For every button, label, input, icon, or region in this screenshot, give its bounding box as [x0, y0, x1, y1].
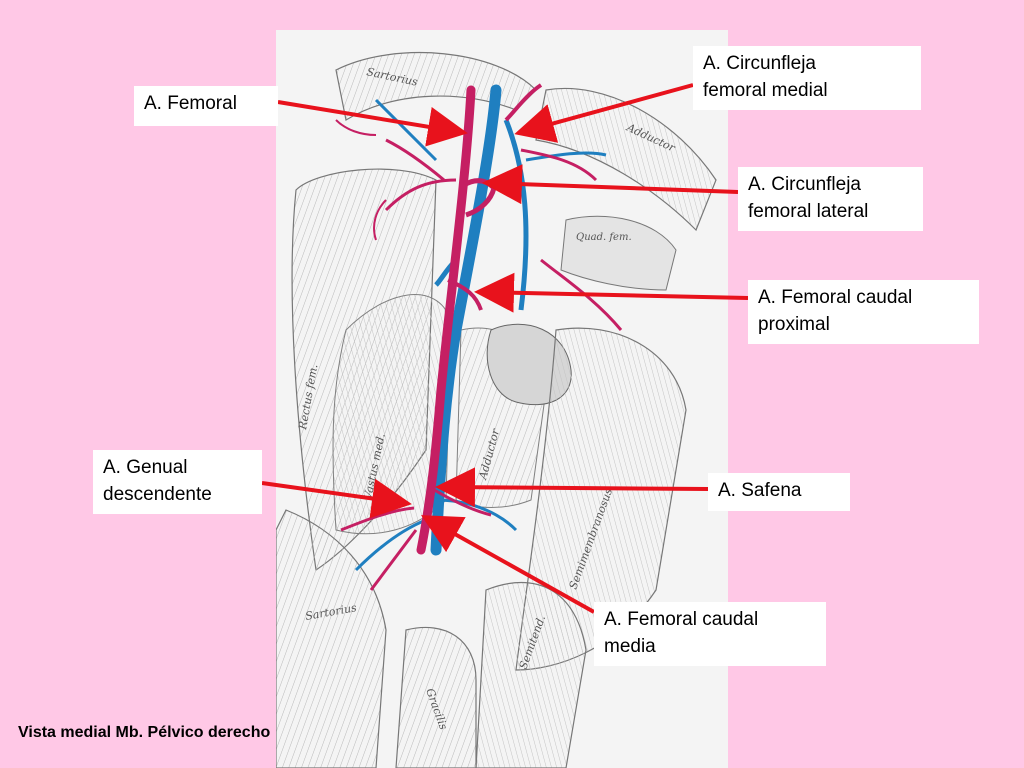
vastus-medialis-muscle — [332, 294, 452, 535]
femoral-artery — [416, 85, 476, 555]
label-femoral-caudal-proximal: A. Femoral caudal proximal — [748, 280, 979, 344]
label-circunfleja-medial: A. Circunfleja femoral medial — [693, 46, 921, 110]
caudal-media-branch — [369, 529, 418, 591]
lateral-branch — [385, 138, 445, 182]
vein-branch — [354, 518, 427, 572]
quadratus-muscle — [560, 215, 677, 291]
small-branch — [373, 199, 387, 241]
vein-branch — [503, 119, 529, 311]
gracilis-muscle — [395, 626, 477, 768]
semitendinosus-muscle — [475, 581, 587, 768]
label-safena: A. Safena — [708, 473, 850, 511]
slide-caption: Vista medial Mb. Pélvico derecho — [18, 724, 271, 741]
femoral-vein — [430, 84, 502, 556]
medial-branch — [520, 148, 598, 182]
label-genual-descendente: A. Genual descendente — [93, 450, 262, 514]
lateral-branch — [384, 178, 457, 212]
vein-branch — [525, 151, 607, 162]
sartorius-bottom-muscle — [276, 509, 387, 768]
label-femoral-caudal-media: A. Femoral caudal media — [594, 602, 826, 666]
label-femoral: A. Femoral — [134, 86, 278, 126]
muscle-label-quadratus: Quad. fem. — [576, 232, 632, 243]
label-circunfleja-lateral: A. Circunfleja femoral lateral — [738, 167, 923, 231]
